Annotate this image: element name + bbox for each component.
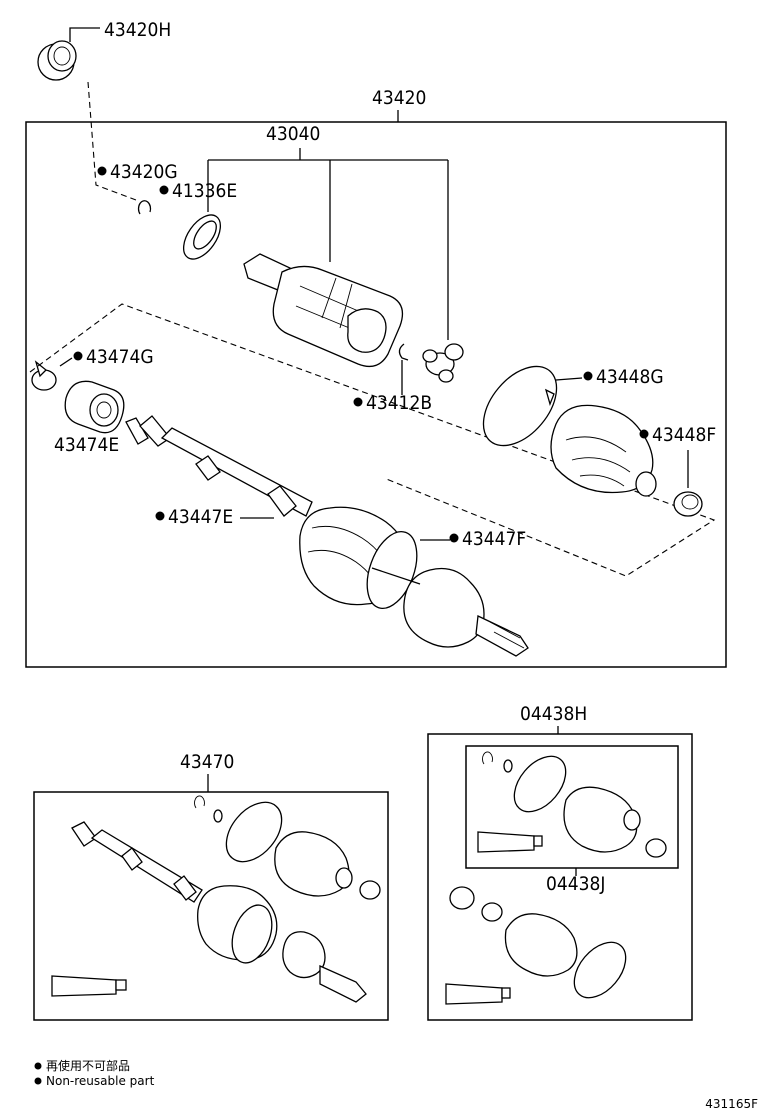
kit-box-04438H bbox=[427, 733, 693, 1021]
diagram-code: 431165F bbox=[705, 1097, 758, 1111]
band-43448F bbox=[673, 491, 703, 517]
label-43447E: 43447E bbox=[168, 506, 233, 528]
kit-box-04438J bbox=[465, 745, 679, 869]
assembly-box-43420 bbox=[25, 121, 727, 668]
bearing-43420H bbox=[37, 40, 77, 81]
assembly-box-43470 bbox=[33, 791, 389, 1021]
legend-jp: 再使用不可部品 bbox=[46, 1058, 130, 1073]
label-04438J: 04438J bbox=[546, 873, 605, 895]
kit-parts-04438J bbox=[477, 751, 667, 858]
label-43448F: 43448F bbox=[652, 424, 716, 446]
label-43448G: 43448G bbox=[596, 366, 664, 388]
label-43474G: 43474G bbox=[86, 346, 154, 368]
band-43448G bbox=[482, 365, 558, 447]
label-43420: 43420 bbox=[372, 87, 426, 109]
clip-43412B bbox=[398, 343, 409, 361]
kit-parts-43470 bbox=[194, 795, 381, 900]
bullet-43447E bbox=[155, 511, 165, 521]
label-43470: 43470 bbox=[180, 751, 234, 773]
bullet-43412B bbox=[353, 397, 363, 407]
outboard-joint-housing bbox=[243, 253, 404, 368]
bullet-41336E bbox=[159, 185, 169, 195]
damper-43474E bbox=[64, 380, 125, 434]
bullet-43448F bbox=[639, 429, 649, 439]
legend-bullet-en bbox=[34, 1077, 42, 1085]
tripod-joint bbox=[422, 343, 464, 383]
shaft-43470 bbox=[71, 821, 367, 1003]
label-43474E: 43474E bbox=[54, 434, 119, 456]
bullet-43447F bbox=[449, 533, 459, 543]
label-43420G: 43420G bbox=[110, 161, 178, 183]
label-43412B: 43412B bbox=[366, 392, 432, 414]
drive-shaft bbox=[125, 415, 313, 517]
bullet-43474G bbox=[73, 351, 83, 361]
grease-tube-43470 bbox=[51, 975, 127, 997]
bullet-43420G bbox=[97, 166, 107, 176]
dashed-guide-inboard bbox=[29, 303, 716, 577]
leader-43420H bbox=[69, 27, 100, 42]
outboard-boot bbox=[371, 567, 529, 657]
label-43420H: 43420H bbox=[104, 19, 171, 41]
legend-bullet-jp bbox=[34, 1062, 42, 1070]
boot-clamp-43447F bbox=[366, 531, 418, 609]
dashed-guide-43420H bbox=[87, 81, 137, 201]
label-41336E: 41336E bbox=[172, 180, 237, 202]
label-43040: 43040 bbox=[266, 123, 320, 145]
clamp-43474G bbox=[31, 360, 57, 391]
label-43447F: 43447F bbox=[462, 528, 526, 550]
kit-parts-04438H bbox=[445, 886, 627, 1005]
legend-en: Non-reusable part bbox=[46, 1074, 155, 1088]
seal-41336E bbox=[182, 214, 222, 260]
bullet-43448G bbox=[583, 371, 593, 381]
snap-ring-43420G bbox=[137, 200, 152, 215]
boot-exploded bbox=[550, 404, 657, 497]
label-04438H: 04438H bbox=[520, 703, 587, 725]
